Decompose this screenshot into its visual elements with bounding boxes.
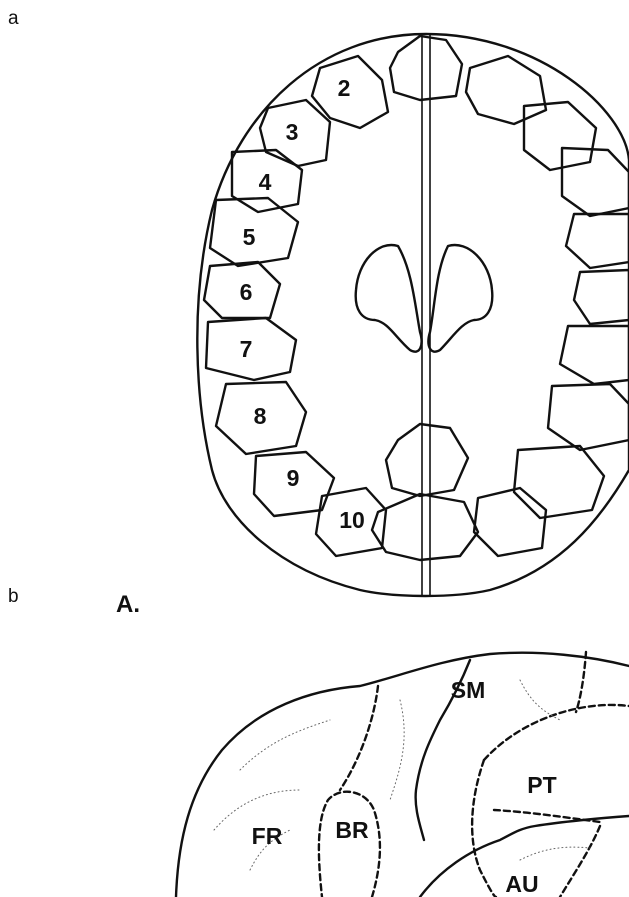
- electrode-region-r8: [514, 446, 604, 518]
- electrode-region-r5: [574, 270, 629, 324]
- electrode-region-r1: [466, 56, 546, 124]
- ventricle-right: [428, 245, 492, 352]
- brain-outline: [176, 653, 629, 897]
- gyrus-line-1: [240, 720, 330, 770]
- electrode-region-r9: [474, 488, 546, 556]
- boundary-br: [319, 792, 380, 897]
- panel-b-sublabel: A.: [116, 591, 140, 618]
- boundary-pt-horizontal: [494, 810, 600, 822]
- gyrus-line-5: [520, 847, 590, 860]
- electrode-region-occipital-midline: [372, 494, 478, 560]
- boundary-frontal-sm: [340, 686, 378, 790]
- gyrus-line-3: [390, 700, 404, 800]
- electrode-number-2: 2: [338, 75, 351, 101]
- electrode-region-r6: [560, 326, 629, 384]
- area-label-sm: SM: [451, 677, 486, 703]
- area-label-au: AU: [505, 871, 538, 897]
- electrode-number-5: 5: [243, 224, 256, 250]
- electrode-number-10: 10: [339, 507, 365, 533]
- electrode-number-7: 7: [240, 336, 253, 362]
- ventricle-left: [356, 245, 422, 352]
- boundary-parietal: [576, 652, 586, 712]
- head-outline: [197, 34, 629, 596]
- boundary-sm-pt: [484, 705, 629, 760]
- panel-b: b A. SM PT FR BR AU: [8, 586, 629, 897]
- electrode-region-r3: [562, 148, 629, 216]
- panel-a-letter: a: [8, 8, 19, 29]
- area-label-pt: PT: [527, 772, 556, 798]
- electrode-number-8: 8: [254, 403, 267, 429]
- electrode-number-4: 4: [259, 169, 272, 195]
- electrode-region-r2: [524, 102, 596, 170]
- electrode-number-6: 6: [240, 279, 253, 305]
- area-label-fr: FR: [252, 823, 283, 849]
- electrode-number-9: 9: [287, 465, 300, 491]
- panel-a: a 2 3 4 5: [8, 8, 629, 596]
- electrode-region-central-midline: [386, 424, 468, 496]
- electrode-region-r7: [548, 384, 629, 450]
- panel-b-letter: b: [8, 586, 19, 607]
- electrode-region-frontal-midline: [390, 36, 462, 100]
- electrode-number-3: 3: [286, 119, 299, 145]
- boundary-pt-inner: [472, 760, 496, 897]
- area-label-br: BR: [335, 817, 369, 843]
- boundary-au: [560, 826, 600, 897]
- electrode-region-r4: [566, 214, 629, 268]
